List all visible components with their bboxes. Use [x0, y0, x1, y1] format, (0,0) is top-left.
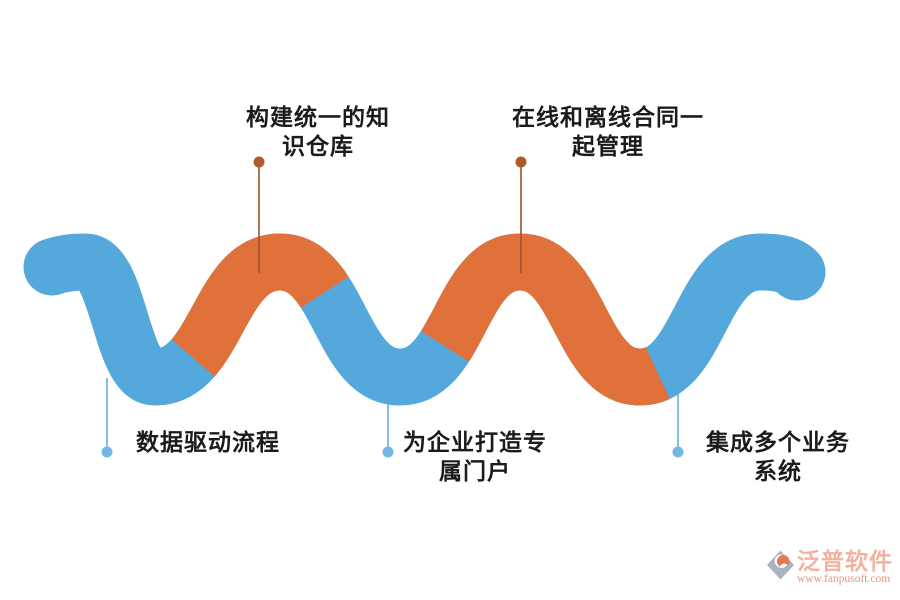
- fanpu-website-url: www.fanpusoft.com: [797, 573, 891, 585]
- callout-data-flow-line1: 数据驱动流程: [136, 429, 280, 455]
- callout-integrate-systems: 集成多个业务 系统: [658, 428, 898, 486]
- fanpu-brand-name: 泛普软件: [797, 548, 893, 574]
- connector-dot-data-flow: [101, 446, 113, 458]
- callout-contract-management: 在线和离线合同一 起管理: [488, 103, 728, 161]
- callout-systems-line1: 集成多个业务: [706, 429, 850, 455]
- callout-enterprise-portal: 为企业打造专 属门户: [355, 428, 595, 486]
- callout-systems-line2: 系统: [754, 458, 802, 484]
- callout-contracts-line2: 起管理: [572, 133, 644, 159]
- ribbon-base-blue: [23, 233, 826, 406]
- fanpu-watermark-texts: 泛普软件 www.fanpusoft.com: [797, 549, 893, 585]
- connector-dot-knowledge: [253, 156, 265, 168]
- callout-knowledge-repo: 构建统一的知 识仓库: [198, 103, 438, 161]
- callout-knowledge-line2: 识仓库: [282, 133, 354, 159]
- callout-portal-line1: 为企业打造专: [403, 429, 547, 455]
- callout-contracts-line1: 在线和离线合同一: [512, 104, 704, 130]
- callout-knowledge-line1: 构建统一的知: [246, 104, 390, 130]
- connector-dot-contracts: [515, 156, 527, 168]
- connector-dot-portal: [382, 446, 394, 458]
- fanpu-logo-icon: [766, 550, 795, 580]
- callout-portal-line2: 属门户: [439, 458, 511, 484]
- connector-dot-systems: [672, 446, 684, 458]
- callout-data-driven-process: 数据驱动流程: [88, 428, 328, 457]
- fanpu-watermark: 泛普软件 www.fanpusoft.com: [766, 549, 893, 585]
